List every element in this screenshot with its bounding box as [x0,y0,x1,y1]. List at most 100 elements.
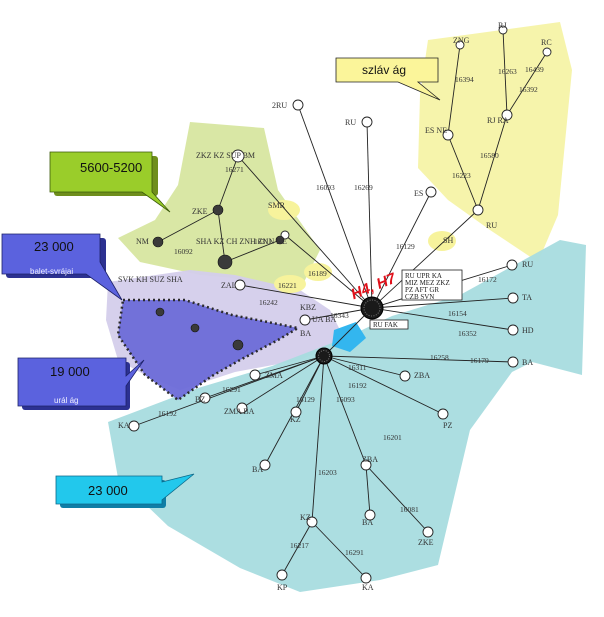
label-e16217: 16217 [290,541,309,550]
label-e16258: 16258 [430,353,449,362]
label-e16192b: 16192 [348,381,367,390]
label-es-ne: ES NE [425,126,447,135]
label-e16269: 16269 [354,183,373,192]
main-hub-pattern [363,299,381,317]
zone-yellow [418,22,572,262]
label-e16580: 16580 [480,151,499,160]
label-e16242: 16242 [259,298,278,307]
blob-16221 [274,275,306,293]
label-e16092: 16092 [174,247,193,256]
edge-labels: 16093 16269 16129 16223 16580 16394 1626… [158,65,544,557]
hub-box-line-2: MIZ MEZ ZKZ [405,279,450,287]
callout-blue1: 23 000 balet-svrájai [1,233,123,301]
label-e16129: 16129 [396,242,415,251]
label-e16093b: 16093 [336,395,355,404]
label-e16093: 16093 [316,183,335,192]
label-e16394: 16394 [455,75,474,84]
label-ba-right: BA [522,358,533,367]
label-e16129b: 16129 [296,395,315,404]
label-hd: HD [522,326,534,335]
callout-blue1-sub: balet-svrájai [30,267,73,276]
label-e16311c: 16311 [348,363,367,372]
label-e16223: 16223 [452,171,471,180]
label-e16392: 16392 [519,85,538,94]
label-e16221: 16221 [278,281,297,290]
label-svk: SVK KH SUZ SHA [118,275,183,284]
label-e16343: 16343 [330,311,349,320]
label-ru-2: 2RU [272,101,287,110]
label-ka-low: KA [362,583,374,592]
label-zng: ZNG [453,36,470,45]
zone-cyan-small [332,322,366,352]
label-e16203: 16203 [318,468,337,477]
label-ka-left: KA [118,421,130,430]
label-e16172: 16172 [478,275,497,284]
label-zke: ZKE [192,207,208,216]
label-ru-right: RU [522,260,533,269]
label-e16179: 16179 [470,356,489,365]
callout-blue2-text: 19 000 [50,364,90,379]
callout-blue2: 19 000 urál ág [17,357,145,410]
callout-yellow-text: szláv ág [362,63,406,77]
callout-blue1-text: 23 000 [34,239,74,254]
label-e16189: 16189 [308,269,327,278]
edges [133,29,548,579]
label-zke-low: ZKE [418,538,434,547]
label-zkz-kz: ZKZ KZ SUP BM [196,151,255,160]
label-nm: NM [136,237,149,246]
hub2-box-line-1: RU FAK [373,321,398,329]
label-e16291: 16291 [222,385,241,394]
label-zal: ZAL [221,281,237,290]
main-hub [360,296,384,320]
blob-bark [268,200,300,220]
label-e16192: 16192 [158,409,177,418]
blob-16189 [304,263,332,281]
label-rj: RJ [498,21,506,30]
label-e16263: 16263 [498,67,517,76]
label-zba2: ZBA [362,455,378,464]
callout-green-text: 5600-5200 [80,160,142,175]
label-kz-low: KZ [300,513,311,522]
hub-box-line-3: PZ AFT GR [405,286,439,294]
hub2-box [369,319,409,330]
label-ru-top: RU [345,118,356,127]
label-ru-yellow: RU [486,221,497,230]
label-kp: KP [277,583,288,592]
callout-cyan-text: 23 000 [88,483,128,498]
label-zma-ba: ZMA BA [224,407,255,416]
label-ua-ba: UA BA [312,315,336,324]
label-zba: ZBA [414,371,430,380]
dark-nodes [152,204,285,351]
label-e16201: 16201 [383,433,402,442]
label-ba-mid: BA [252,465,263,474]
label-ta: TA [522,293,532,302]
label-pz-right: PZ [443,421,452,430]
label-e16291b: 16291 [345,548,364,557]
hub-box [401,269,463,301]
label-smr: SMR [268,201,286,210]
hub-box-line-4: CZB SVN [405,293,434,301]
callout-blue2-sub: urál ág [54,396,78,405]
label-zma: ZMA [265,371,283,380]
label-rc: RC [541,38,552,47]
label-rj-ra: RJ RA [487,116,509,125]
label-e16154: 16154 [448,309,467,318]
hub-box-line-1: RU UPR KA [405,272,442,280]
callout-cyan: 23 000 [55,473,195,508]
label-ba-c: BA [300,329,311,338]
node-labels: 2RU RU ES RU ES NE ZNG RJ RC RJ RA SH RU… [118,21,552,592]
label-kz-left: KZ [290,415,301,424]
label-e16311: 16311 [254,237,273,246]
label-bz: BZ [195,395,205,404]
label-es-mid: ES [414,189,423,198]
blob-sh [428,231,456,251]
label-kbz: KBZ [300,303,316,312]
label-e16081: 16081 [400,505,419,514]
label-sha: SHA KZ CH ZNH ZNN KE [196,237,287,246]
label-ba-low: BA [362,518,373,527]
label-e16352: 16352 [458,329,477,338]
callout-green: 5600-5200 [49,151,171,213]
second-hub-pattern [318,350,330,362]
